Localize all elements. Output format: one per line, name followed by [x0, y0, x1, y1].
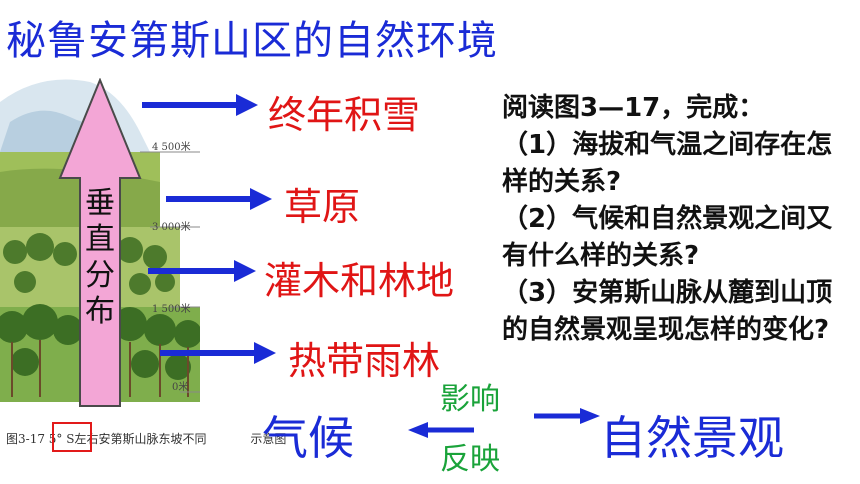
arrow-to-shrub: [148, 260, 256, 282]
question-intro: 阅读图3—17，完成：: [502, 93, 765, 123]
figure-caption: 图3-17 5° S左右安第斯山脉东坡不同 示意图: [6, 430, 286, 447]
influence-label: 影响: [440, 382, 500, 417]
zone-shrub-woodland: 灌木和林地: [264, 259, 455, 303]
altitude-label-1500: 1 500米: [152, 304, 191, 315]
arrow-to-grass: [166, 188, 272, 210]
vertical-char-4: 布: [85, 294, 115, 329]
caption-highlight: 5° S: [48, 432, 75, 446]
arrow-to-snow: [142, 94, 258, 116]
climate-label: 气候: [262, 411, 354, 465]
vertical-char-1: 垂: [85, 186, 115, 221]
question-3: （3）安第斯山脉从麓到山顶的自然景观呈现怎样的变化?: [502, 278, 833, 345]
highlight-box: [52, 422, 92, 452]
zone-snow: 终年积雪: [268, 93, 421, 137]
altitude-label-4500: 4 500米: [152, 142, 191, 153]
caption-prefix: 图3-17: [6, 432, 45, 446]
relation-arrows: [408, 408, 600, 438]
zone-rainforest: 热带雨林: [288, 339, 441, 383]
question-block: 阅读图3—17，完成： （1）海拔和气温之间存在怎样的关系? （2）气候和自然景…: [502, 90, 842, 349]
altitude-label-0: 0米: [172, 382, 189, 393]
reflect-label: 反映: [440, 442, 500, 477]
zone-grassland: 草原: [284, 185, 361, 229]
natural-landscape-label: 自然景观: [600, 411, 784, 465]
vertical-distribution-label: 垂 直 分 布: [80, 186, 120, 330]
vertical-char-3: 分: [85, 258, 115, 293]
page-title: 秘鲁安第斯山区的自然环境: [6, 18, 498, 64]
vertical-char-2: 直: [85, 222, 115, 257]
question-2: （2）气候和自然景观之间又有什么样的关系?: [502, 204, 833, 271]
caption-rest: 左右安第斯山脉东坡不同: [74, 432, 207, 446]
arrow-to-rainforest: [160, 342, 276, 364]
vertical-arrow: [58, 78, 142, 407]
caption-end: 示意图: [250, 432, 287, 446]
question-1: （1）海拔和气温之间存在怎样的关系?: [502, 130, 833, 197]
altitude-label-3000: 3 000米: [152, 222, 191, 233]
